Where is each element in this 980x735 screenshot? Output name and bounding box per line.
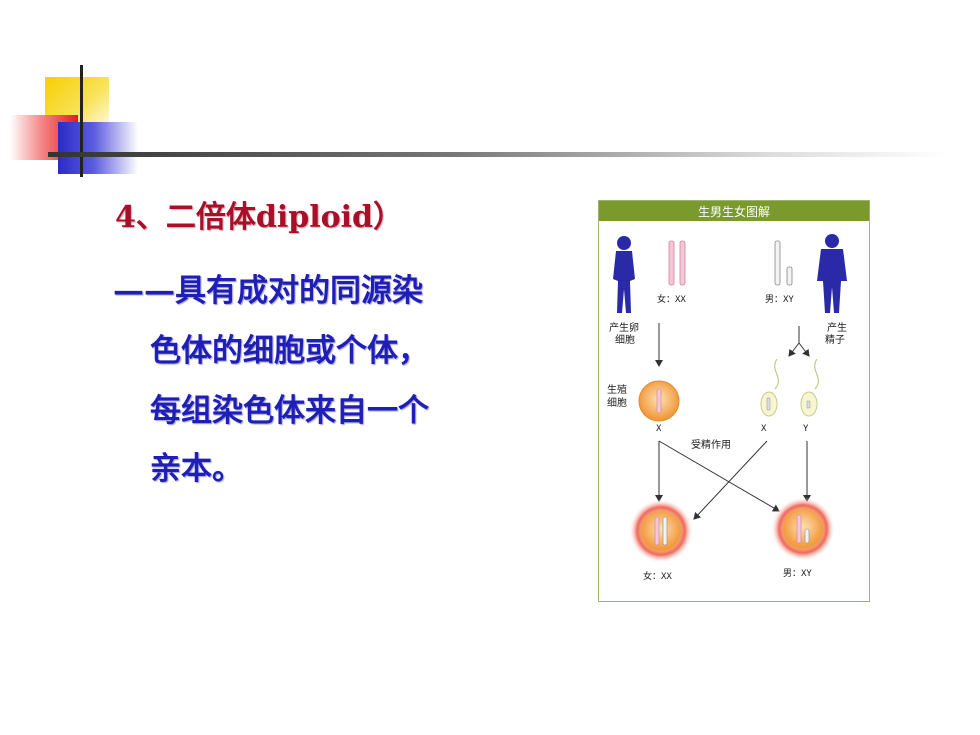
definition-line-2: 色体的细胞或个体， [150,333,429,369]
male-chromosomes-icon [774,240,793,286]
gamete-x-female-label: X [656,424,662,434]
sex-determination-figure: 生男生女图解 女：XX 男：XY 产生卵 细胞 产生 精子 生殖 细胞 [598,200,870,602]
slide-title: 4、二倍体diploid） [115,200,404,235]
female-zygote-icon [629,499,693,563]
egg-cell-icon [638,380,680,422]
gamete-y-male-label: Y [803,424,809,434]
definition-line-4: 亲本。 [150,451,243,487]
result-female-label: 女：XX [643,570,672,582]
male-silhouette-icon [817,234,847,313]
figure-header: 生男生女图解 [698,204,770,219]
decor-vertical-line [80,65,83,177]
figure-header-bar [599,201,869,221]
produce-sperm-label-2: 精子 [825,333,845,346]
female-karyotype-label: 女：XX [657,293,686,305]
produce-egg-label-1: 产生卵 [609,321,639,334]
sperm-y-icon [800,358,820,417]
fertilization-label: 受精作用 [691,438,731,451]
decor-horizontal-rule [48,152,948,157]
germ-cell-label-1: 生殖 [607,383,627,396]
definition-line-3: 每组染色体来自一个 [150,393,429,429]
female-silhouette-icon [613,236,635,313]
definition-line-1: ——具有成对的同源染 [113,273,423,309]
male-zygote-icon [771,497,835,561]
gamete-x-male-label: X [761,424,767,434]
female-chromosomes-icon [668,240,686,286]
decor-blue-square [58,122,138,174]
result-male-label: 男：XY [783,568,812,579]
male-karyotype-label: 男：XY [765,294,794,305]
sperm-x-icon [760,358,780,417]
produce-sperm-label-1: 产生 [827,321,847,334]
produce-egg-label-2: 细胞 [615,333,635,346]
germ-cell-label-2: 细胞 [607,396,627,409]
